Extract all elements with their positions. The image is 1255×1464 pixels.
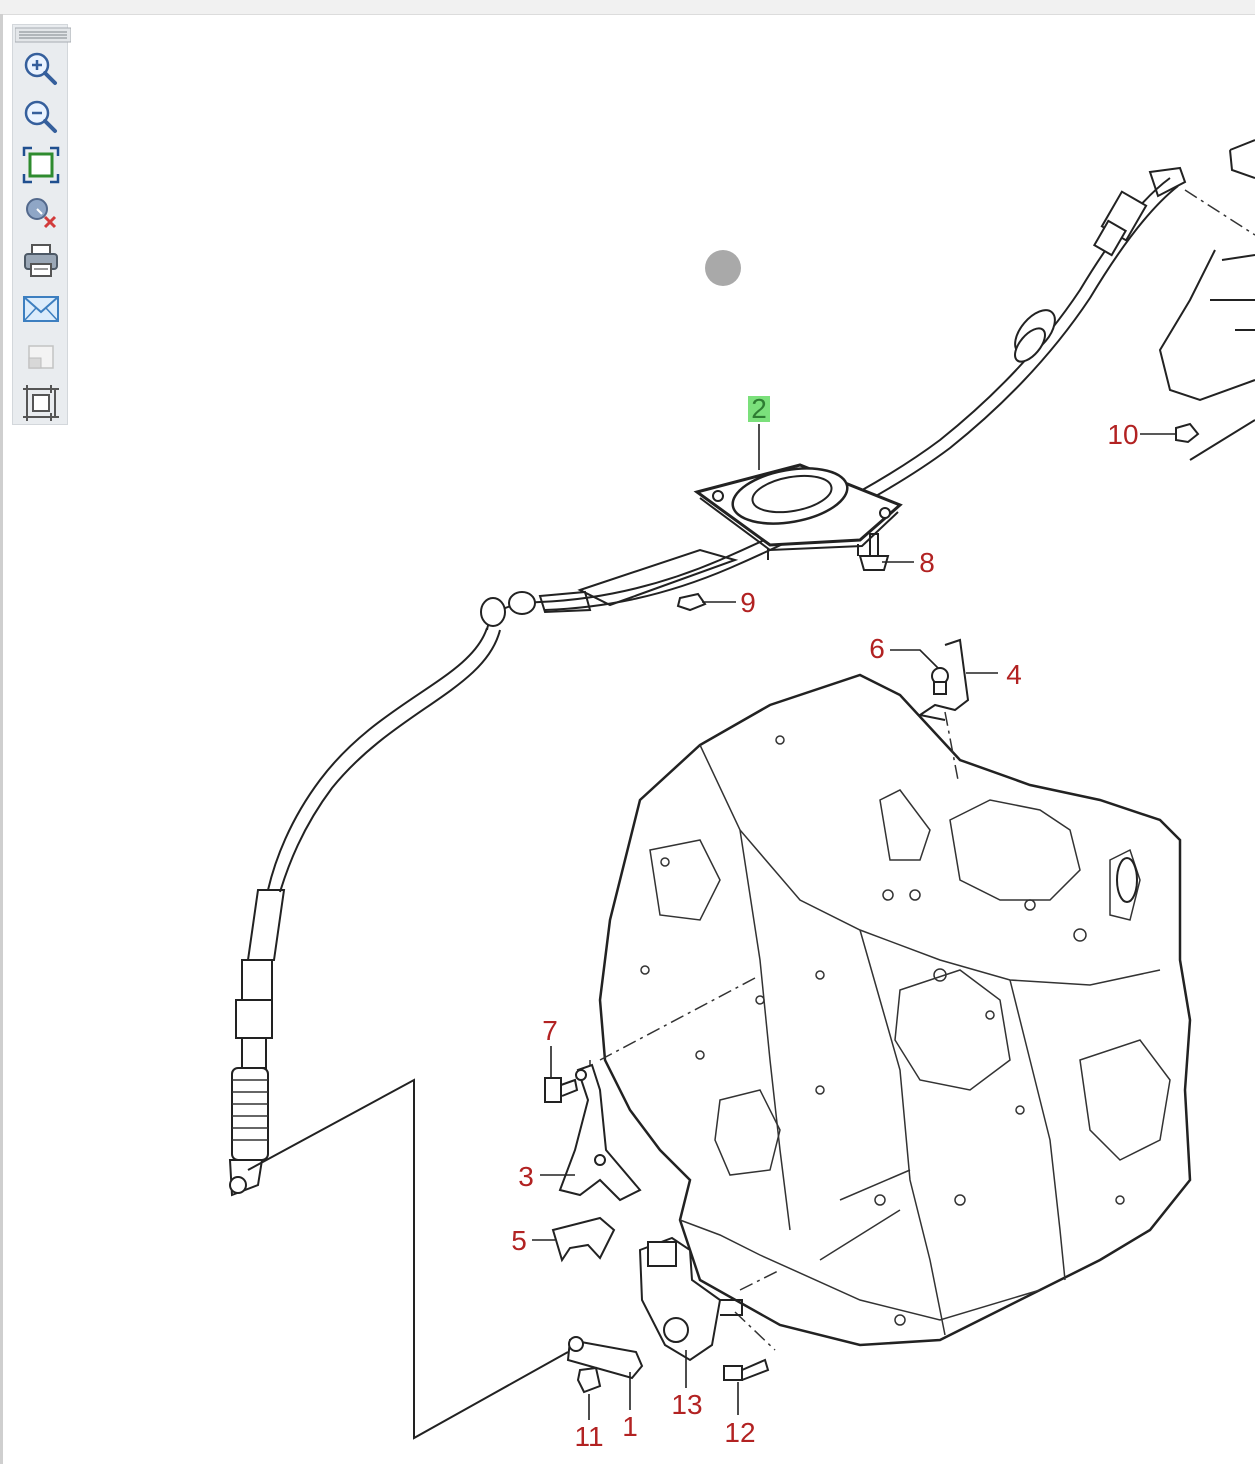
print-button[interactable] [21,241,61,281]
callout-labels: 2 10 8 9 6 4 7 3 5 11 1 13 12 [511,393,1138,1452]
callout-5[interactable]: 5 [511,1225,527,1256]
fullscreen-icon [23,385,59,421]
lever-1 [566,1336,644,1380]
nut-10 [1175,422,1200,444]
bolt-7 [544,1077,579,1103]
clear-selection-icon [26,198,57,229]
callout-8[interactable]: 8 [919,547,935,578]
bolt-12 [723,1358,770,1381]
clear-selection-button[interactable] [21,193,61,233]
fit-to-window-button[interactable] [21,145,61,185]
transaxle-assembly [598,673,1192,1347]
callout-6[interactable]: 6 [869,633,885,664]
top-bar [0,0,1255,15]
callout-2[interactable]: 2 [751,393,767,424]
toolbar-drag-handle[interactable] [14,27,73,43]
callout-12[interactable]: 12 [724,1417,755,1448]
callout-2-highlight [748,396,770,422]
callout-1[interactable]: 1 [622,1411,638,1442]
mount-bracket [1158,139,1255,461]
zoom-in-button[interactable] [21,49,61,89]
cursor-dot [705,250,741,286]
callout-7[interactable]: 7 [542,1015,558,1046]
callout-3[interactable]: 3 [518,1161,534,1192]
image-button[interactable] [21,337,61,377]
zoom-out-button[interactable] [21,97,61,137]
diagram-toolbar [12,24,72,425]
nut-9 [676,592,707,612]
print-icon [24,244,58,277]
boot-plate [693,463,903,560]
callout-10[interactable]: 10 [1107,419,1138,450]
shaft-lever-3 [558,1063,642,1202]
nut-11 [576,1366,602,1394]
fullscreen-button[interactable] [21,383,61,423]
callout-9[interactable]: 9 [740,587,756,618]
left-edge-divider [0,14,3,1464]
email-icon [23,296,59,322]
spring-clip-4 [917,638,970,721]
zoom-out-icon [24,100,57,133]
callout-4[interactable]: 4 [1006,659,1022,690]
leader-lines [532,424,1176,1420]
callout-11[interactable]: 11 [574,1421,603,1452]
neutral-switch-13 [638,1236,743,1362]
fit-to-window-icon [22,146,60,184]
shift-cable [480,166,1187,631]
zoom-in-icon [24,52,57,85]
email-button[interactable] [21,289,61,329]
callout-13[interactable]: 13 [671,1389,702,1420]
connection-link-line [247,1078,569,1440]
lower-cable [228,627,501,1197]
bolt-8 [858,533,890,571]
image-icon [28,345,54,369]
lock-plate-5 [551,1216,616,1263]
